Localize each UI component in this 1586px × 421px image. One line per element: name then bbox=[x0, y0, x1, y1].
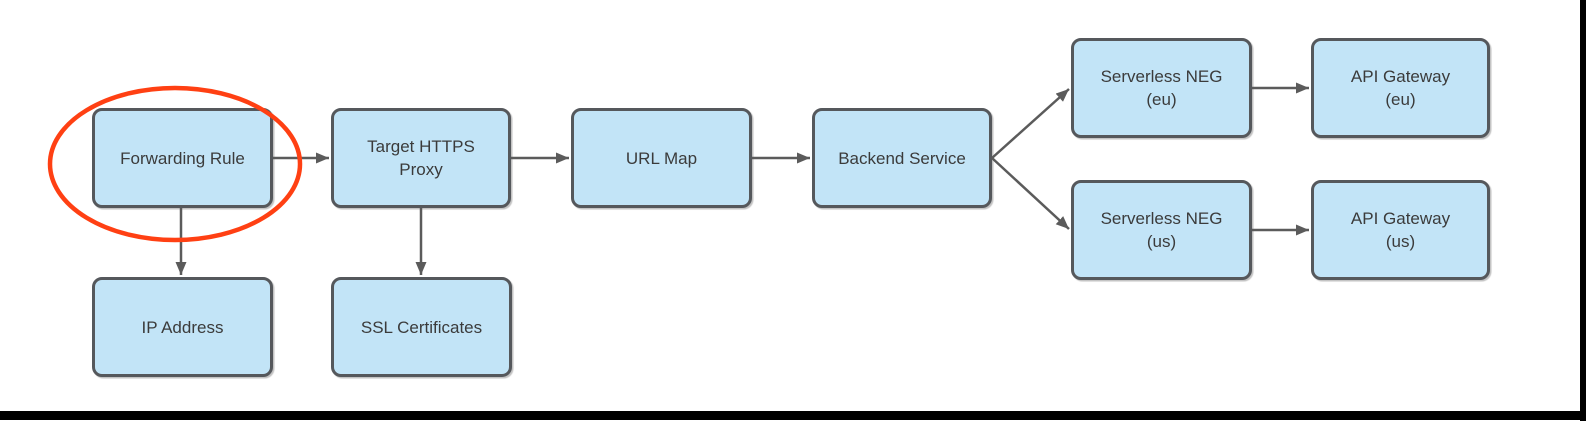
node-target-https-proxy: Target HTTPS Proxy bbox=[331, 108, 511, 208]
edge-backend-neg-us bbox=[991, 157, 1070, 230]
edge-backend-neg-eu bbox=[991, 88, 1070, 159]
node-label: Serverless NEG bbox=[1100, 209, 1223, 228]
node-url-map: URL Map bbox=[571, 108, 752, 208]
node-label: Forwarding Rule bbox=[120, 148, 245, 168]
node-label: API Gateway bbox=[1350, 67, 1451, 86]
node-label: SSL Certificates bbox=[360, 317, 483, 337]
node-api-gateway-eu: API Gateway (eu) bbox=[1311, 38, 1490, 138]
node-ssl-certificates: SSL Certificates bbox=[331, 277, 512, 377]
screen-edge-right-bar bbox=[1580, 0, 1586, 421]
node-label: IP Address bbox=[141, 317, 224, 337]
screen-edge-bottom-bar bbox=[0, 411, 1586, 420]
node-label: Backend Service bbox=[838, 148, 966, 168]
node-api-gateway-us: API Gateway (us) bbox=[1311, 180, 1490, 280]
node-backend-service: Backend Service bbox=[812, 108, 992, 208]
node-forwarding-rule: Forwarding Rule bbox=[92, 108, 273, 208]
node-label: URL Map bbox=[625, 148, 698, 168]
node-label-line2: (us) bbox=[1385, 232, 1416, 251]
node-label: Target HTTPS bbox=[367, 137, 475, 156]
node-ip-address: IP Address bbox=[92, 277, 273, 377]
node-label-line2: Proxy bbox=[399, 160, 443, 179]
node-serverless-neg-eu: Serverless NEG (eu) bbox=[1071, 38, 1252, 138]
node-label: API Gateway bbox=[1350, 209, 1451, 228]
node-label: Serverless NEG bbox=[1100, 67, 1223, 86]
node-label-line2: (eu) bbox=[1385, 90, 1416, 109]
node-label-line2: (eu) bbox=[1146, 90, 1177, 109]
node-label-line2: (us) bbox=[1146, 232, 1177, 251]
node-serverless-neg-us: Serverless NEG (us) bbox=[1071, 180, 1252, 280]
